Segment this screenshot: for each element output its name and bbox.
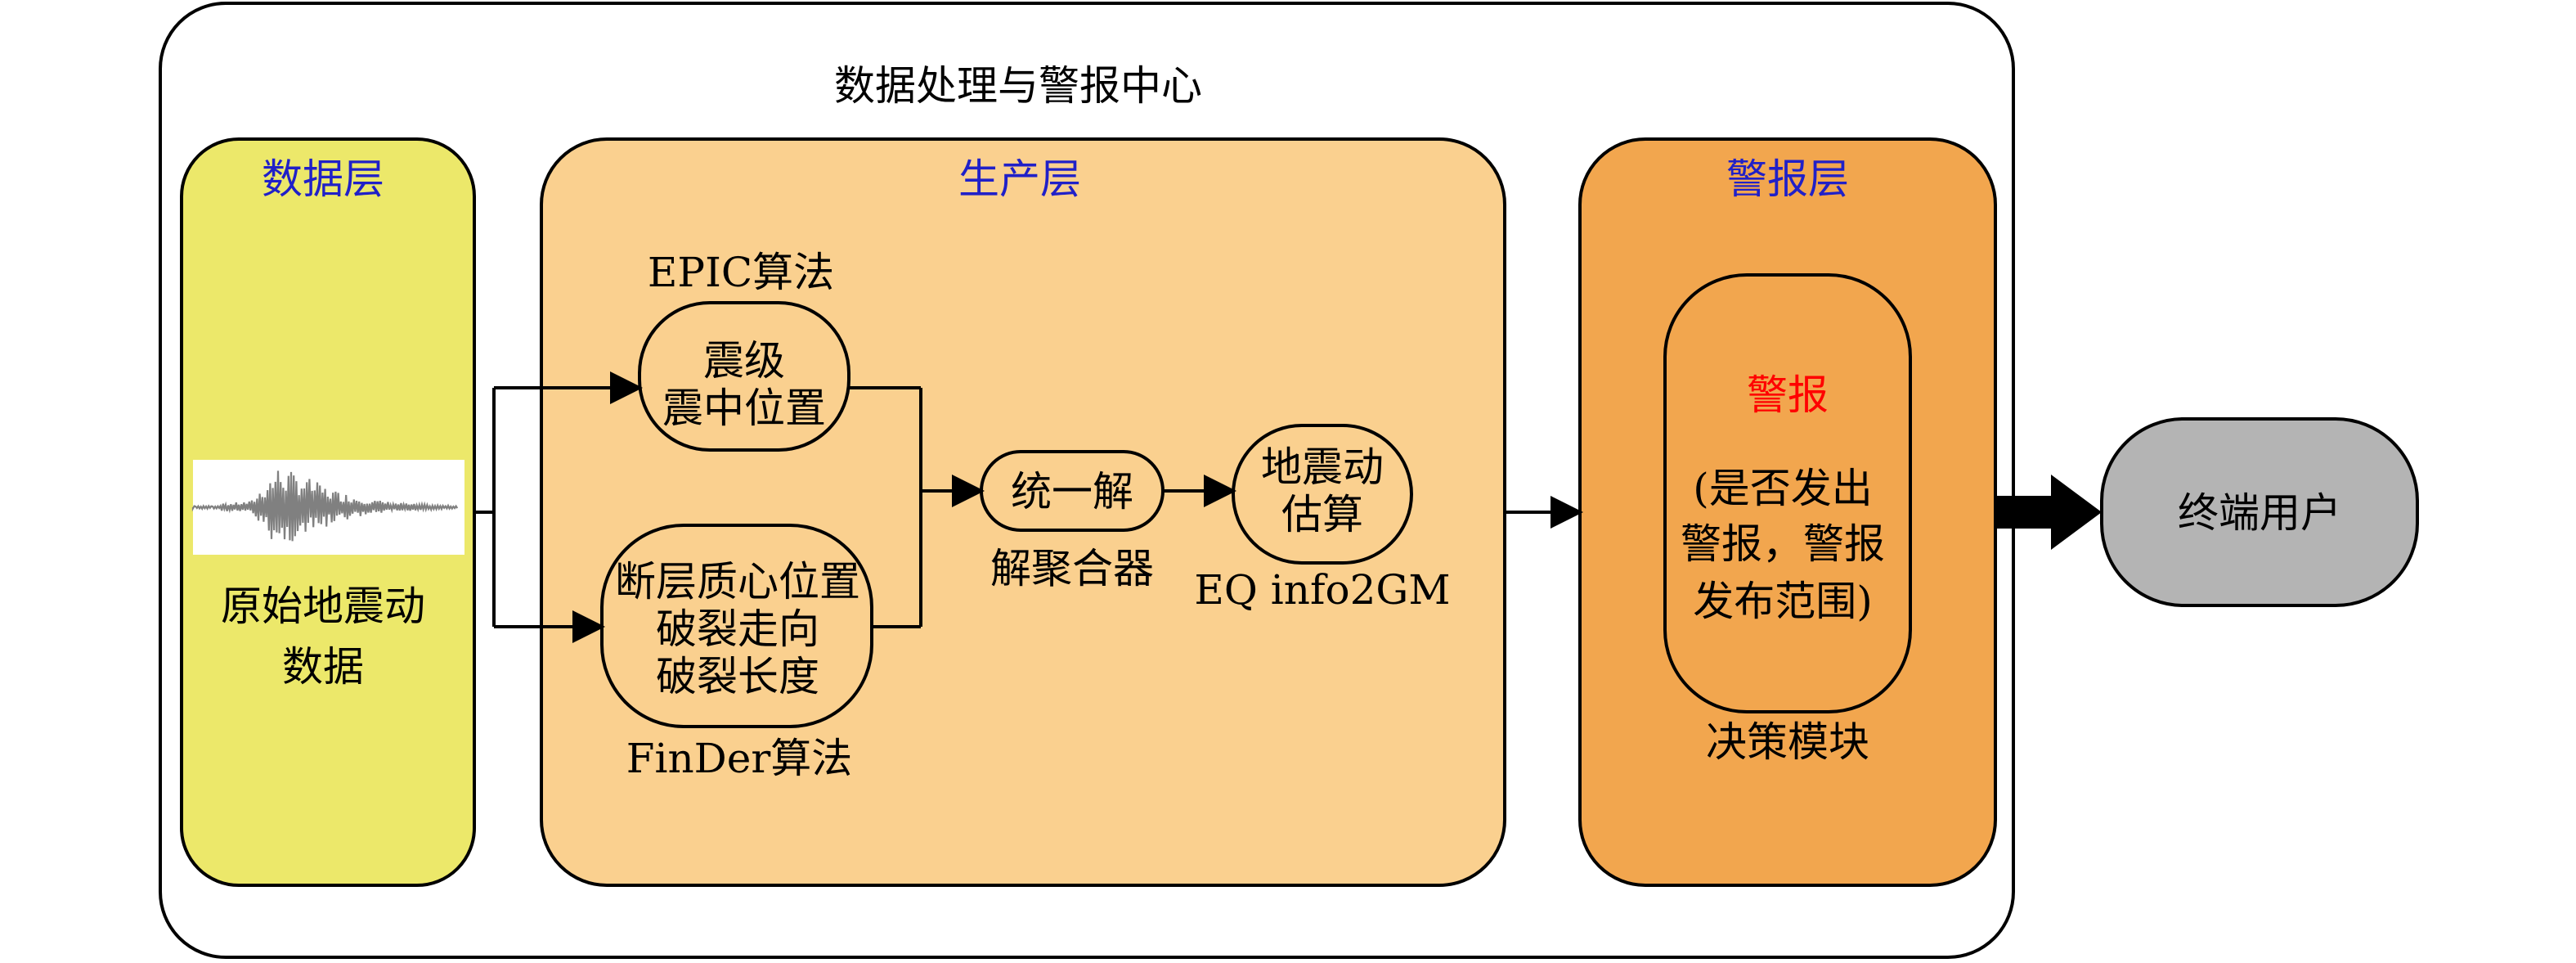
production-layer-label: 生产层 <box>958 155 1081 203</box>
epic-line-1: 震级 <box>703 337 785 385</box>
decision-node <box>1663 273 1912 713</box>
decision-line-1: (是否发出 <box>1693 465 1873 512</box>
decision-title: 警报 <box>1747 371 1829 419</box>
decision-line-3: 发布范围) <box>1693 578 1873 625</box>
aggregator-text: 统一解 <box>1011 468 1133 515</box>
processing-center-frame <box>159 2 2015 959</box>
gm-line-1: 地震动 <box>1261 443 1384 491</box>
gm-line-2: 估算 <box>1281 491 1363 538</box>
gm-caption: EQ info2GM <box>1194 566 1450 614</box>
data-layer-label: 数据层 <box>262 155 384 203</box>
decision-line-2: 警报，警报 <box>1681 520 1885 568</box>
raw-data-line-2: 数据 <box>282 643 364 691</box>
finder-caption: FinDer算法 <box>626 735 852 782</box>
center-title: 数据处理与警报中心 <box>834 62 1202 110</box>
finder-line-1: 断层质心位置 <box>615 558 860 605</box>
waveform-icon <box>191 460 464 555</box>
alert-layer-label: 警报层 <box>1726 155 1849 203</box>
finder-line-2: 破裂走向 <box>656 605 819 653</box>
epic-line-2: 震中位置 <box>662 385 826 432</box>
raw-data-line-1: 原始地震动 <box>221 583 425 630</box>
decision-caption: 决策模块 <box>1706 718 1869 766</box>
epic-caption: EPIC算法 <box>648 249 834 296</box>
connectors <box>474 371 1583 643</box>
arrow-to-end-user <box>1995 475 2102 550</box>
end-user-text: 终端用户 <box>2178 489 2341 537</box>
aggregator-caption: 解聚合器 <box>990 545 1154 592</box>
finder-line-3: 破裂长度 <box>656 653 819 700</box>
